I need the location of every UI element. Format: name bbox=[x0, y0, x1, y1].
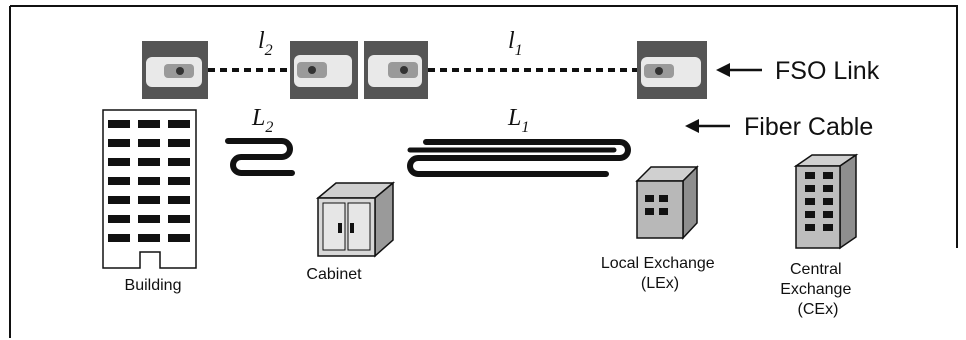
legend-fso-label: FSO Link bbox=[775, 57, 880, 85]
building-window bbox=[168, 177, 190, 185]
cabinet-icon bbox=[315, 181, 396, 258]
building-window bbox=[138, 120, 160, 128]
exchange-window bbox=[823, 185, 833, 192]
legend-fso: FSO Link bbox=[716, 57, 880, 85]
legend-fiber: Fiber Cable bbox=[685, 113, 873, 141]
local-exchange-label: Local Exchange (LEx) bbox=[601, 255, 719, 292]
cable-label-L2: L2 bbox=[251, 105, 273, 136]
cabinet-label: Cabinet bbox=[306, 266, 362, 283]
building-window bbox=[168, 234, 190, 242]
building-window bbox=[168, 196, 190, 204]
building-window bbox=[108, 139, 130, 147]
building-window bbox=[108, 234, 130, 242]
cable-label-L1: L1 bbox=[507, 105, 529, 136]
link-label-l1: l1 bbox=[508, 28, 523, 59]
building-window bbox=[138, 196, 160, 204]
central-exchange-label: Central Exchange (CEx) bbox=[780, 261, 856, 318]
link-label-l2: l2 bbox=[258, 28, 273, 59]
building-window bbox=[138, 215, 160, 223]
fso-device-1 bbox=[142, 41, 208, 99]
exchange-window bbox=[805, 185, 815, 192]
building-window bbox=[138, 177, 160, 185]
building-window bbox=[108, 177, 130, 185]
building-window bbox=[108, 196, 130, 204]
exchange-window bbox=[823, 198, 833, 205]
building-window bbox=[138, 158, 160, 166]
building-window bbox=[168, 215, 190, 223]
building-label: Building bbox=[125, 277, 182, 294]
local-exchange-icon bbox=[635, 165, 699, 240]
exchange-window bbox=[823, 172, 833, 179]
building-window bbox=[138, 139, 160, 147]
building-window bbox=[108, 120, 130, 128]
building-window bbox=[168, 158, 190, 166]
legend-fiber-label: Fiber Cable bbox=[744, 113, 873, 141]
exchange-window bbox=[823, 211, 833, 218]
central-exchange-icon bbox=[793, 153, 859, 250]
fso-device-4 bbox=[637, 41, 707, 99]
fiber-cable-L1 bbox=[407, 139, 631, 177]
fso-device-2 bbox=[290, 41, 358, 99]
building-icon bbox=[102, 109, 197, 269]
building-window bbox=[108, 158, 130, 166]
diagram-frame bbox=[9, 5, 958, 338]
exchange-window bbox=[805, 198, 815, 205]
building-window bbox=[168, 139, 190, 147]
exchange-window bbox=[805, 224, 815, 231]
fiber-cable-L2 bbox=[225, 138, 295, 176]
exchange-window bbox=[823, 224, 833, 231]
exchange-window bbox=[805, 211, 815, 218]
building-window bbox=[138, 234, 160, 242]
exchange-window bbox=[805, 172, 815, 179]
building-window bbox=[108, 215, 130, 223]
building-window bbox=[168, 120, 190, 128]
fso-device-3 bbox=[364, 41, 428, 99]
